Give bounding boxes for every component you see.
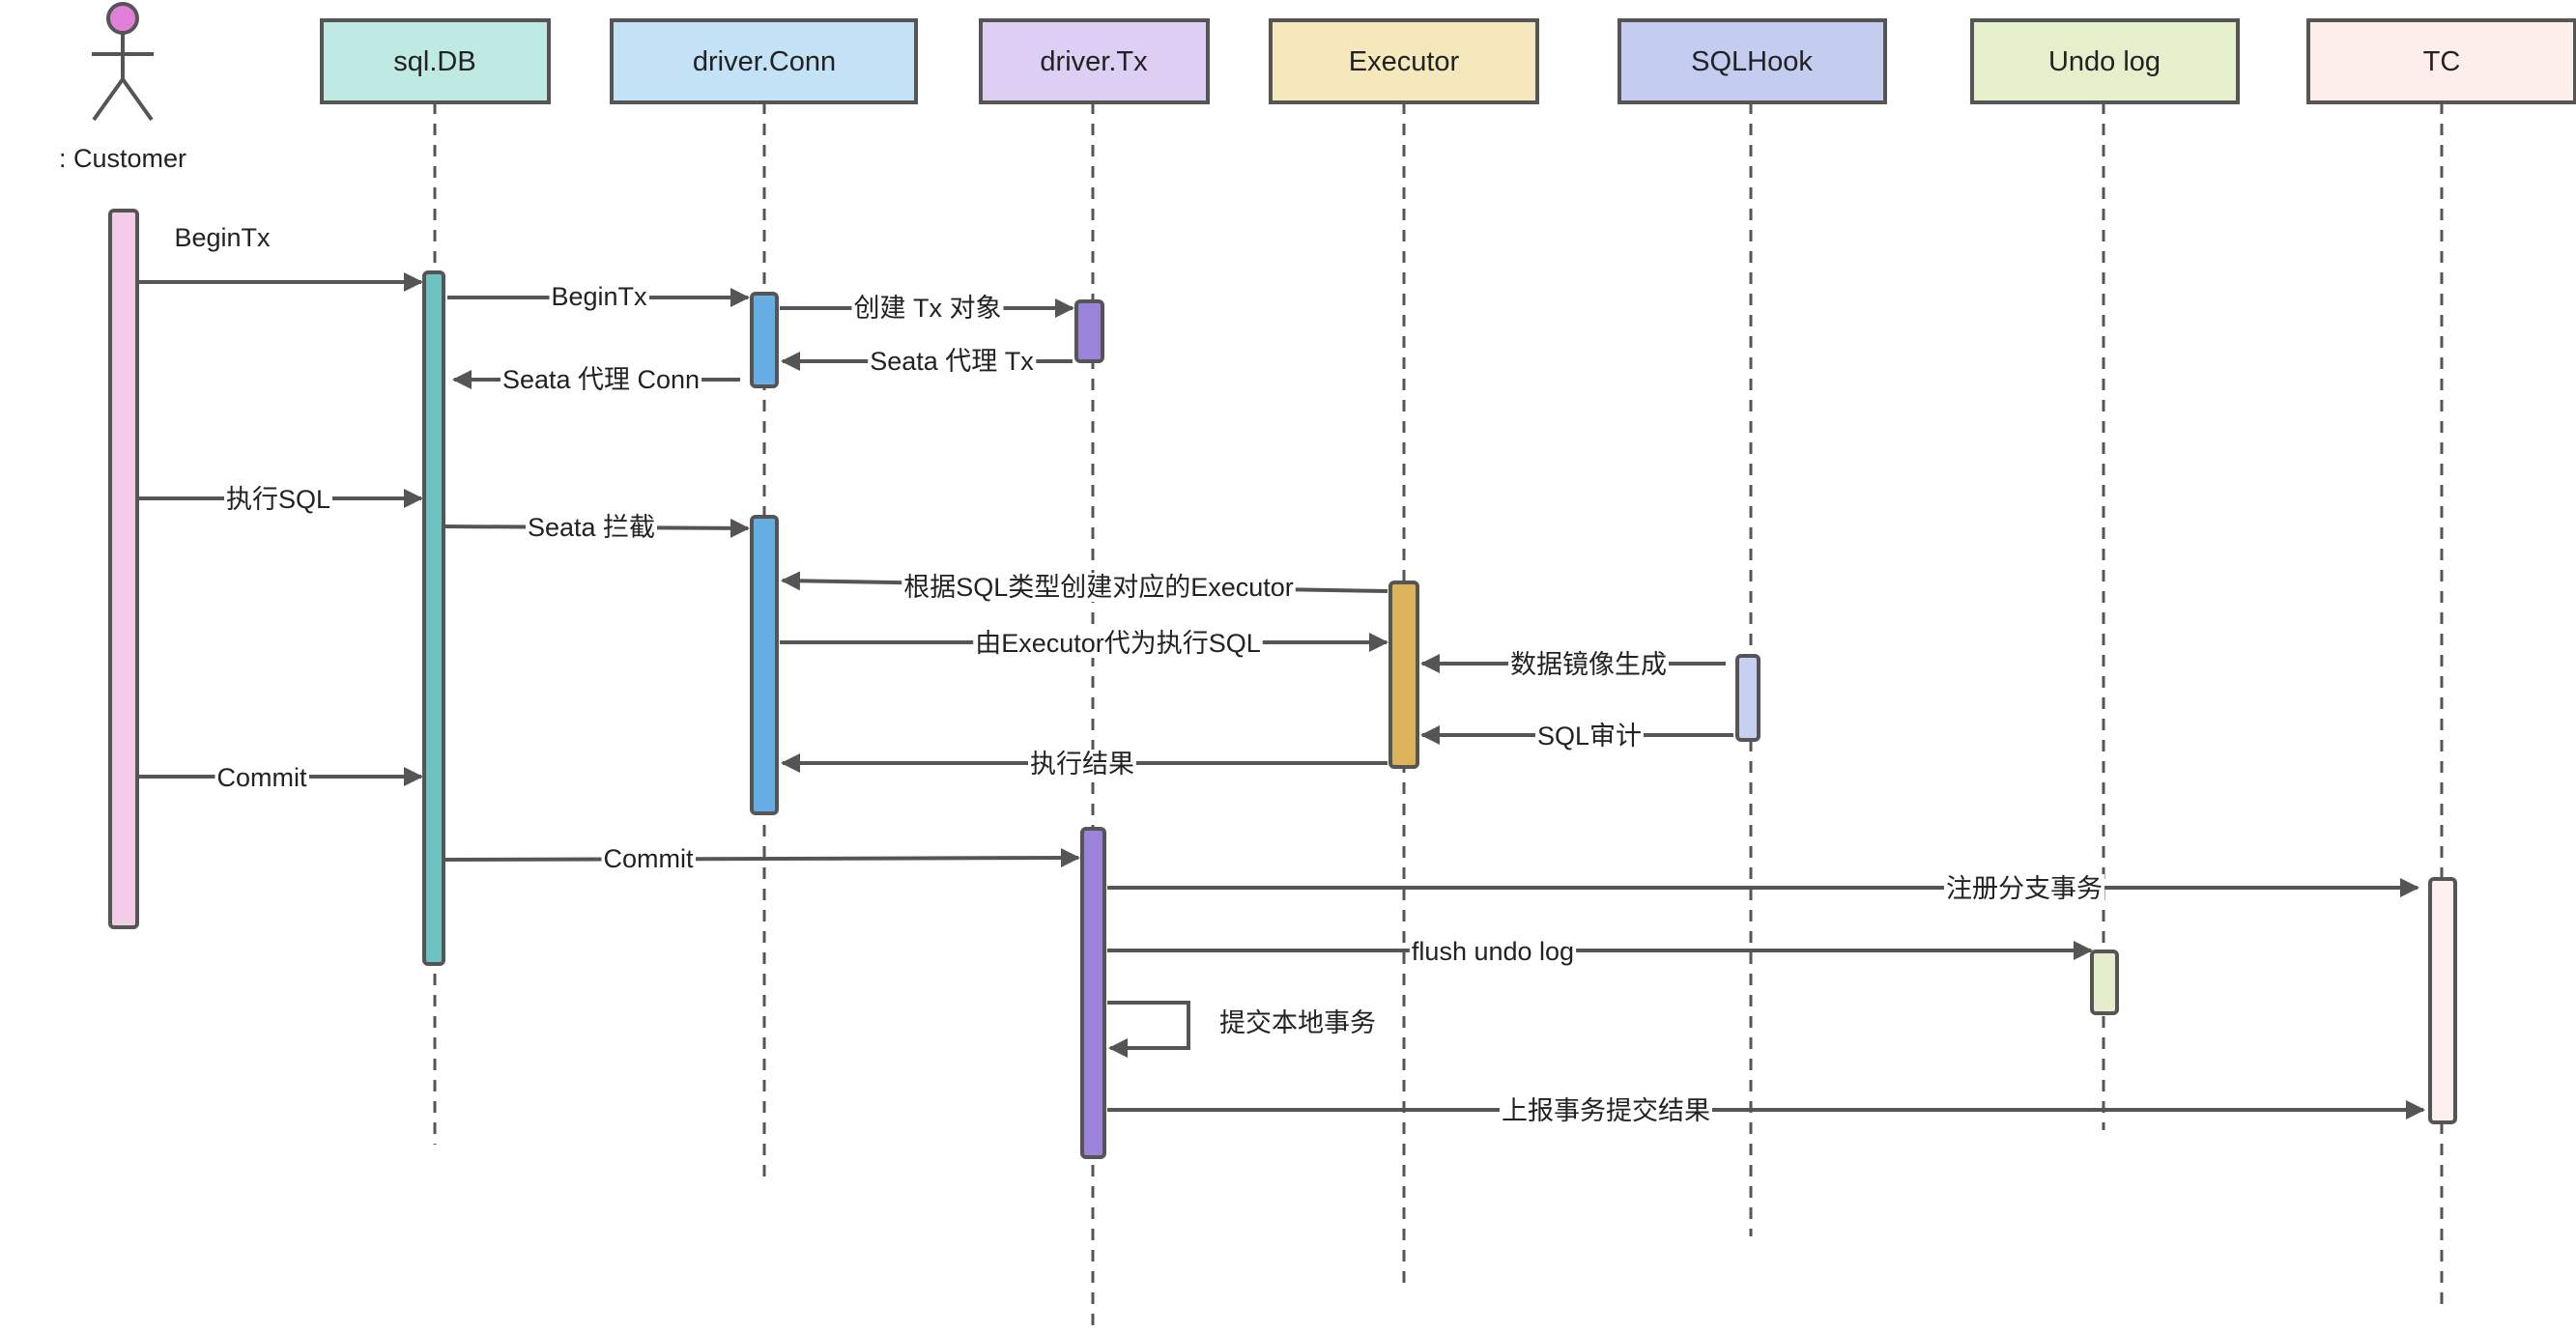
activation-customer	[108, 209, 139, 929]
message-label-m1: BeginTx	[174, 223, 271, 252]
message-label-m6: 执行SQL	[226, 485, 330, 514]
message-arrow-m14	[443, 848, 1080, 868]
message-label-m15: 注册分支事务	[1946, 874, 2103, 903]
participant-undolog[interactable]	[1970, 18, 2240, 104]
message-label-m7: Seata 拦截	[528, 513, 655, 542]
message-label-bg	[868, 347, 1037, 376]
message-label-bg	[549, 282, 650, 311]
message-label-bg	[215, 763, 309, 792]
message-label-m3: 创建 Tx 对象	[854, 294, 1002, 323]
message-label-m4: Seata 代理 Tx	[870, 347, 1034, 376]
message-label-m13: Commit	[217, 763, 307, 792]
activation-undolog	[2090, 949, 2119, 1015]
participant-label-tx: driver.Tx	[1040, 46, 1148, 77]
activation-tx-2	[1080, 827, 1106, 1159]
message-label-m10: 数据镜像生成	[1510, 650, 1667, 679]
message-label-m12: 执行结果	[1030, 750, 1134, 779]
message-label-m17: 提交本地事务	[1219, 1008, 1376, 1037]
message-label-bg	[1534, 722, 1645, 751]
activation-sqldb	[422, 270, 445, 966]
actor-customer	[92, 2, 154, 122]
participant-tc[interactable]	[2306, 18, 2576, 104]
activation-tx-1	[1074, 299, 1104, 363]
message-label-bg	[1508, 650, 1669, 679]
participant-label-sqlhook: SQLHook	[1691, 46, 1813, 77]
participant-label-undolog: Undo log	[2048, 46, 2161, 77]
message-label-bg	[902, 573, 1296, 602]
actor-head	[106, 2, 139, 35]
actor-label: : Customer	[59, 144, 186, 173]
message-label-m11: SQL审计	[1537, 722, 1642, 751]
message-label-m14: Commit	[604, 844, 694, 873]
message-label-bg	[223, 485, 333, 514]
message-label-bg	[851, 294, 1004, 323]
message-label-m8: 根据SQL类型创建对应的Executor	[903, 573, 1294, 602]
message-label-bg	[1944, 874, 2104, 903]
participant-conn[interactable]	[610, 18, 918, 104]
participant-label-sqldb: sql.DB	[393, 46, 475, 77]
message-label-m16: flush undo log	[1412, 937, 1574, 966]
participant-sqldb[interactable]	[320, 18, 551, 104]
message-label-bg	[1028, 750, 1136, 779]
message-label-m5: Seata 代理 Conn	[502, 365, 700, 394]
message-label-bg	[1500, 1096, 1712, 1125]
message-label-bg	[973, 629, 1263, 658]
activation-sqlhook	[1735, 654, 1760, 742]
message-label-m9: 由Executor代为执行SQL	[975, 629, 1261, 658]
message-label-bg	[500, 365, 702, 394]
participant-label-conn: driver.Conn	[693, 46, 836, 77]
message-label-bg	[601, 844, 696, 873]
activation-executor	[1388, 581, 1419, 769]
message-label-m18: 上报事务提交结果	[1502, 1096, 1710, 1125]
participant-tx[interactable]	[979, 18, 1210, 104]
participant-executor[interactable]	[1269, 18, 1539, 104]
participant-label-tc: TC	[2423, 46, 2461, 77]
activation-tc	[2428, 877, 2457, 1124]
participant-sqlhook[interactable]	[1617, 18, 1887, 104]
message-arrow-m17	[1107, 1001, 1190, 1058]
activation-conn-1	[750, 292, 779, 388]
message-label-m2: BeginTx	[551, 282, 647, 311]
participant-label-executor: Executor	[1349, 46, 1460, 77]
activation-conn-2	[750, 515, 779, 815]
message-label-bg	[525, 513, 658, 542]
message-label-bg	[1409, 937, 1577, 966]
